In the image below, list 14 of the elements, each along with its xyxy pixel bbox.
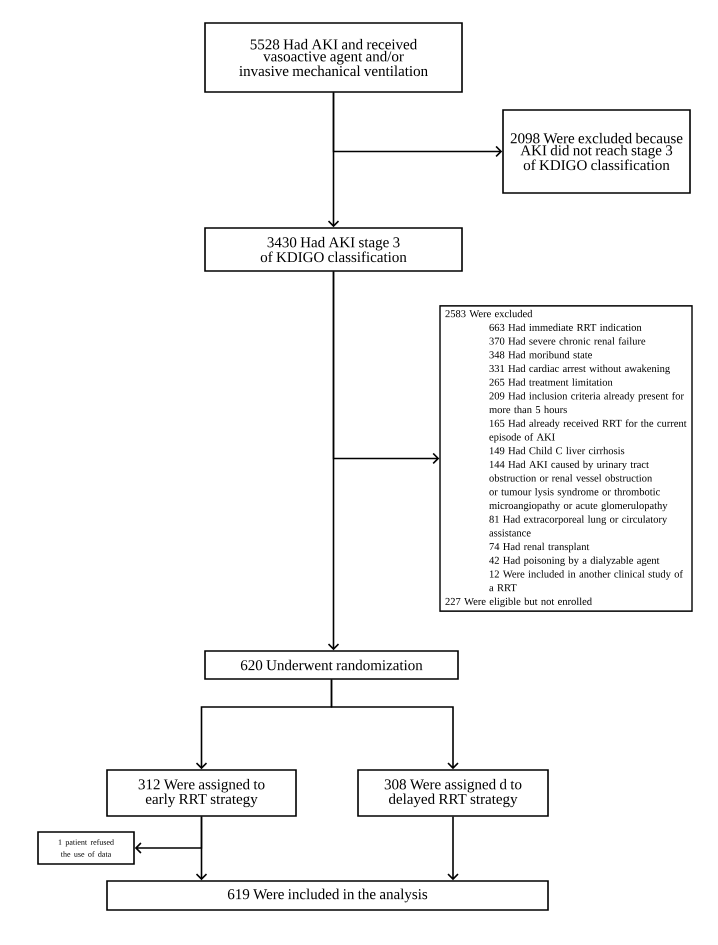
process-box: 619 Were included in the analysis <box>106 880 549 911</box>
process-box: 5528 Had AKI and received vasoactive agent and/or invasive mechanical ventilation <box>204 22 463 93</box>
process-box: 620 Underwent randomization <box>204 650 459 680</box>
exclusion-box: 2098 Were excluded because AKI did not reach stage 3 of KDIGO classification <box>502 109 691 194</box>
arrow <box>196 816 208 880</box>
arrow <box>332 92 502 158</box>
arrow <box>330 680 459 770</box>
process-box: 308 Were assigned d to delayed RRT strategy <box>357 769 549 817</box>
exclusion-box: 2583 Were excluded 663 Had immediate RRT indication 370 Had severe chronic renal failure 348 Had moribund state 331 Had cardiac arrest without awakening 265 Had treatment limitation 209 Had inclusion criteria already present for more than 5 hours 165 Had already received RRT for the current episode of AKI 149 Had Child C liver cirrhosis 144 Had AKI caused by urinary tract obstruction or renal vessel obstruction or tumour lysis syndrome or thrombotic microangiopathy or acute glomerulopathy 81 Had extracorporeal lung or circulatory assistance 74 Had renal transplant 42 Had poisoning by a dialyzable agent 12 Were included in another clinical study of a RRT 227 Were eligible but not enrolled <box>439 305 693 612</box>
arrow <box>447 816 459 880</box>
process-box: 3430 Had AKI stage 3 of KDIGO classification <box>204 227 463 272</box>
arrow <box>332 272 440 464</box>
exclusion-box: 1 patient refused the use of data <box>37 831 135 865</box>
process-box: 312 Were assigned to early RRT strategy <box>106 769 297 817</box>
